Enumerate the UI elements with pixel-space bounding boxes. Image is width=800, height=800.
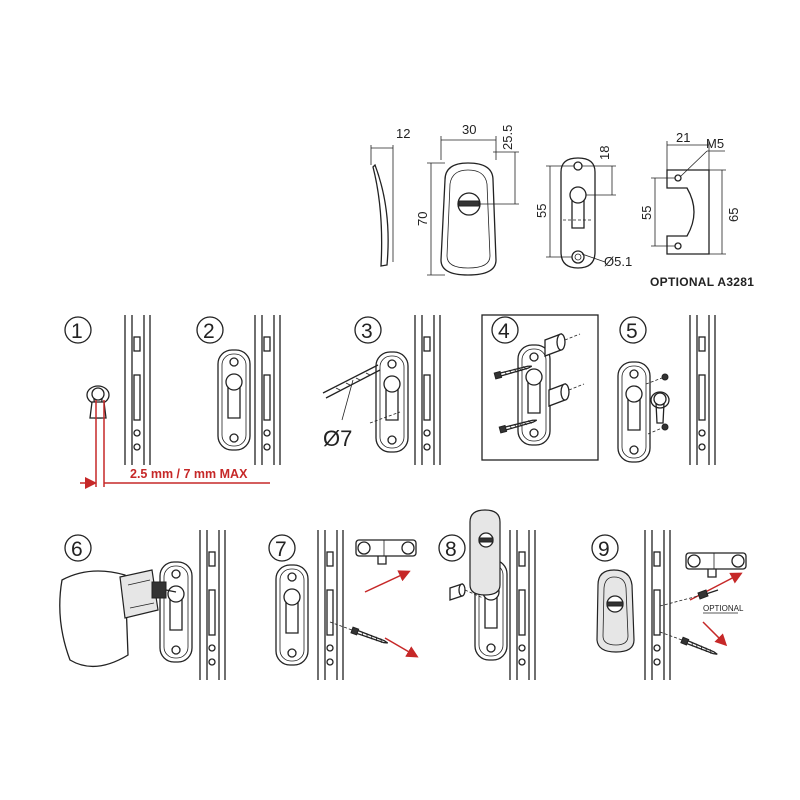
step-9-number: 9: [598, 538, 610, 561]
cylinder-end: [86, 385, 110, 419]
step-3-number: 3: [361, 320, 373, 343]
dim-cover-offset: 25.5: [500, 125, 515, 150]
optional-bracket-view: 21 M5 55 65 OPTIONAL A3281: [639, 130, 754, 289]
dim-plate-top: 18: [597, 146, 612, 160]
dim-opt-inner-height: 55: [639, 206, 654, 220]
plate-front-view: 18 55 Ø5.1: [534, 146, 632, 269]
step-6-number: 6: [71, 538, 83, 561]
drill-bit: [322, 364, 401, 424]
grub-screw: [449, 583, 484, 601]
step-1-measurement: 2.5 mm / 7 mm MAX: [130, 467, 248, 481]
step-4: 4: [481, 314, 599, 461]
cover-side-profile: 12: [370, 126, 410, 267]
step-8-number: 8: [445, 538, 457, 561]
step-1-number: 1: [71, 320, 83, 343]
optional-screw: OPTIONAL: [659, 589, 744, 614]
cylinder-insert: [645, 373, 670, 435]
dim-plate-height: 55: [534, 204, 549, 218]
dim-cover-width: 30: [462, 122, 476, 137]
step-4-number: 4: [498, 320, 510, 343]
cover-cap: [469, 509, 501, 596]
dim-opt-width: 21: [676, 130, 690, 145]
step-2-number: 2: [203, 320, 215, 343]
optional-part-label: OPTIONAL A3281: [650, 275, 754, 289]
step-4-box: [481, 314, 599, 461]
step-6: 6: [59, 529, 226, 681]
step-3-drill-diameter: Ø7: [323, 426, 352, 451]
dim-side-thickness: 12: [396, 126, 410, 141]
cover-cap-installed: [596, 569, 635, 653]
step-9-optional-label: OPTIONAL: [703, 604, 744, 613]
step-3: 3 Ø7: [322, 314, 441, 466]
step-1: 1 2.5 mm / 7 mm MAX: [64, 314, 270, 489]
step-8: 8: [438, 509, 536, 681]
step-5-number: 5: [626, 320, 638, 343]
dim-opt-outer-height: 65: [726, 208, 741, 222]
drill-tool: [59, 569, 177, 668]
step-2: 2: [196, 314, 281, 466]
cover-front-view: 30 70 25.5: [415, 122, 519, 276]
technical-drawings: 12 30 70 25.5: [370, 122, 754, 289]
step-7: 7: [268, 529, 419, 681]
step-5: 5: [617, 314, 716, 466]
dim-opt-thread: M5: [706, 136, 724, 151]
step-7-number: 7: [275, 538, 287, 561]
dim-plate-hole: Ø5.1: [604, 254, 632, 269]
dim-cover-height: 70: [415, 212, 430, 226]
spacers: [544, 333, 585, 407]
step-9: 9 OPTIONAL: [591, 529, 747, 681]
